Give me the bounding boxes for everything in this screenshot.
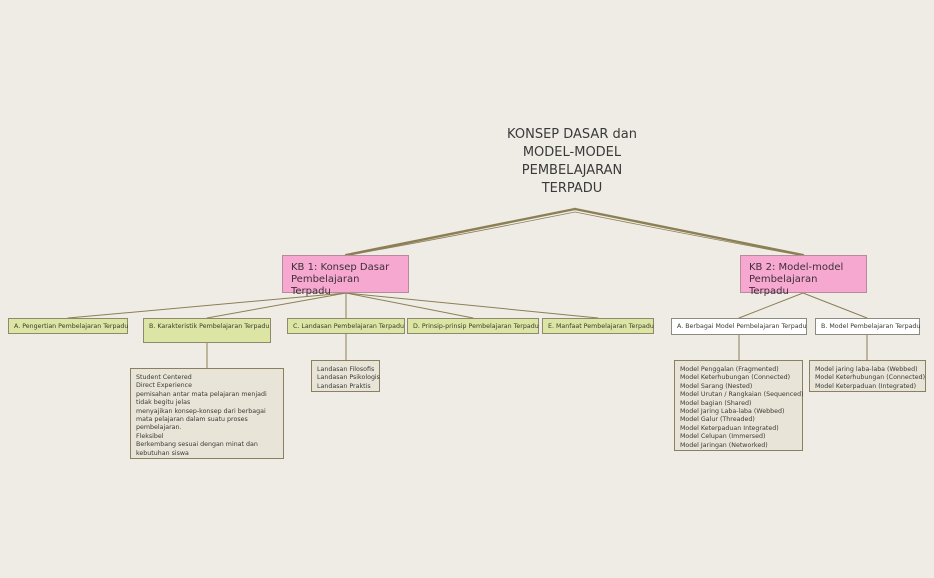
branch-kb1-a	[67, 292, 347, 319]
central-topic[interactable]: KONSEP DASAR dan MODEL-MODEL PEMBELAJARA…	[492, 126, 652, 198]
detail-item: Model Jaring Laba-laba (Webbed)	[680, 408, 785, 416]
branch-central-kb2	[573, 207, 805, 257]
detail-item: Model Keterpaduan Integrated)	[680, 424, 779, 432]
detail-item: Direct Experience	[136, 382, 192, 390]
subtopic-karakteristik[interactable]: B. Karakteristik Pembelajaran Terpadu	[143, 318, 271, 343]
subtopic-prinsip[interactable]: D. Prinsip-prinsip Pembelajaran Terpadu	[407, 318, 539, 334]
central-topic-line: MODEL-MODEL	[522, 145, 622, 160]
kb1-topic-line: Pembelajaran Terpadu	[291, 274, 360, 297]
branch-kb2-b	[802, 292, 868, 319]
subtopic-label: A. Berbagai Model Pembelajaran Terpadu	[677, 323, 807, 330]
subtopic-label: B. Karakteristik Pembelajaran Terpadu	[149, 323, 270, 330]
detail-item: Model jaring laba-laba (Webbed)	[815, 366, 918, 373]
detail-item: Model Urutan / Rangkaian (Sequenced)	[680, 391, 804, 399]
branch-kb2-a	[738, 292, 804, 319]
subtopic-label: A. Pengertian Pembelajaran Terpadu	[14, 323, 129, 330]
subtopic-label: E. Manfaat Pembelajaran Terpadu	[548, 323, 654, 330]
kb2-topic-line: KB 2: Model-model	[749, 262, 844, 273]
subtopic-manfaat[interactable]: E. Manfaat Pembelajaran Terpadu	[542, 318, 654, 334]
detail-item: Fleksibel	[136, 432, 164, 440]
kb1-topic[interactable]: KB 1: Konsep Dasar Pembelajaran Terpadu	[282, 255, 409, 297]
branch-central-kb1	[344, 207, 577, 257]
detail-item: Model Penggalan (Fragmented)	[680, 366, 779, 373]
detail-landasan[interactable]: Landasan Filosofis Landasan Psikologis L…	[311, 360, 380, 392]
subtopic-model-terpadu[interactable]: B. Model Pembelajaran Terpadu	[815, 318, 920, 335]
detail-item: Berkembang sesuai dengan minat dan kebut…	[136, 441, 258, 457]
kb2-topic-line: Pembelajaran Terpadu	[749, 274, 818, 297]
detail-item: menyajikan konsep-konsep dari berbagai m…	[136, 407, 266, 432]
detail-item: Landasan Praktis	[317, 382, 371, 390]
branch-kb1-b	[206, 292, 347, 319]
subtopic-pengertian[interactable]: A. Pengertian Pembelajaran Terpadu	[8, 318, 128, 334]
kb2-topic[interactable]: KB 2: Model-model Pembelajaran Terpadu	[740, 255, 867, 297]
detail-item: Model Sarang (Nested)	[680, 382, 753, 390]
branch-central-kb2-hatch	[574, 211, 800, 256]
detail-item: Model Keterhubungan (Connected)	[815, 374, 926, 382]
detail-berbagai-model[interactable]: Model Penggalan (Fragmented) Model Keter…	[674, 360, 804, 451]
detail-karakteristik[interactable]: Student Centered Direct Experience pemis…	[130, 368, 284, 459]
branch-kb1-e	[345, 292, 599, 319]
detail-item: Model Galur (Threaded)	[680, 416, 755, 424]
branch-central-kb1-hatch	[349, 211, 576, 256]
subtopic-label: B. Model Pembelajaran Terpadu	[821, 323, 921, 330]
kb1-topic-line: KB 1: Konsep Dasar	[291, 262, 390, 273]
detail-item: Landasan Filosofis	[317, 366, 375, 373]
detail-item: Model Celupan (Immersed)	[680, 433, 766, 441]
detail-item: Model Keterhubungan (Connected)	[680, 374, 791, 382]
subtopic-label: C. Landasan Pembelajaran Terpadu	[293, 323, 404, 330]
detail-item: Student Centered	[136, 374, 192, 381]
central-topic-line: TERPADU	[541, 181, 603, 196]
detail-item: Model bagian (Shared)	[680, 399, 752, 407]
detail-item: pemisahan antar mata pelajaran menjadi t…	[136, 390, 267, 407]
branch-kb1-d	[345, 292, 474, 319]
detail-model-terpadu[interactable]: Model jaring laba-laba (Webbed) Model Ke…	[809, 360, 926, 392]
subtopic-label: D. Prinsip-prinsip Pembelajaran Terpadu	[413, 323, 539, 330]
central-topic-line: PEMBELAJARAN	[521, 163, 623, 178]
detail-item: Model Keterpaduan (Integrated)	[815, 382, 917, 390]
subtopic-landasan[interactable]: C. Landasan Pembelajaran Terpadu	[287, 318, 405, 334]
detail-item: Landasan Psikologis	[317, 374, 380, 382]
central-topic-line: KONSEP DASAR dan	[507, 127, 637, 142]
detail-item: Model Jaringan (Networked)	[680, 441, 768, 449]
subtopic-berbagai-model[interactable]: A. Berbagai Model Pembelajaran Terpadu	[671, 318, 807, 335]
